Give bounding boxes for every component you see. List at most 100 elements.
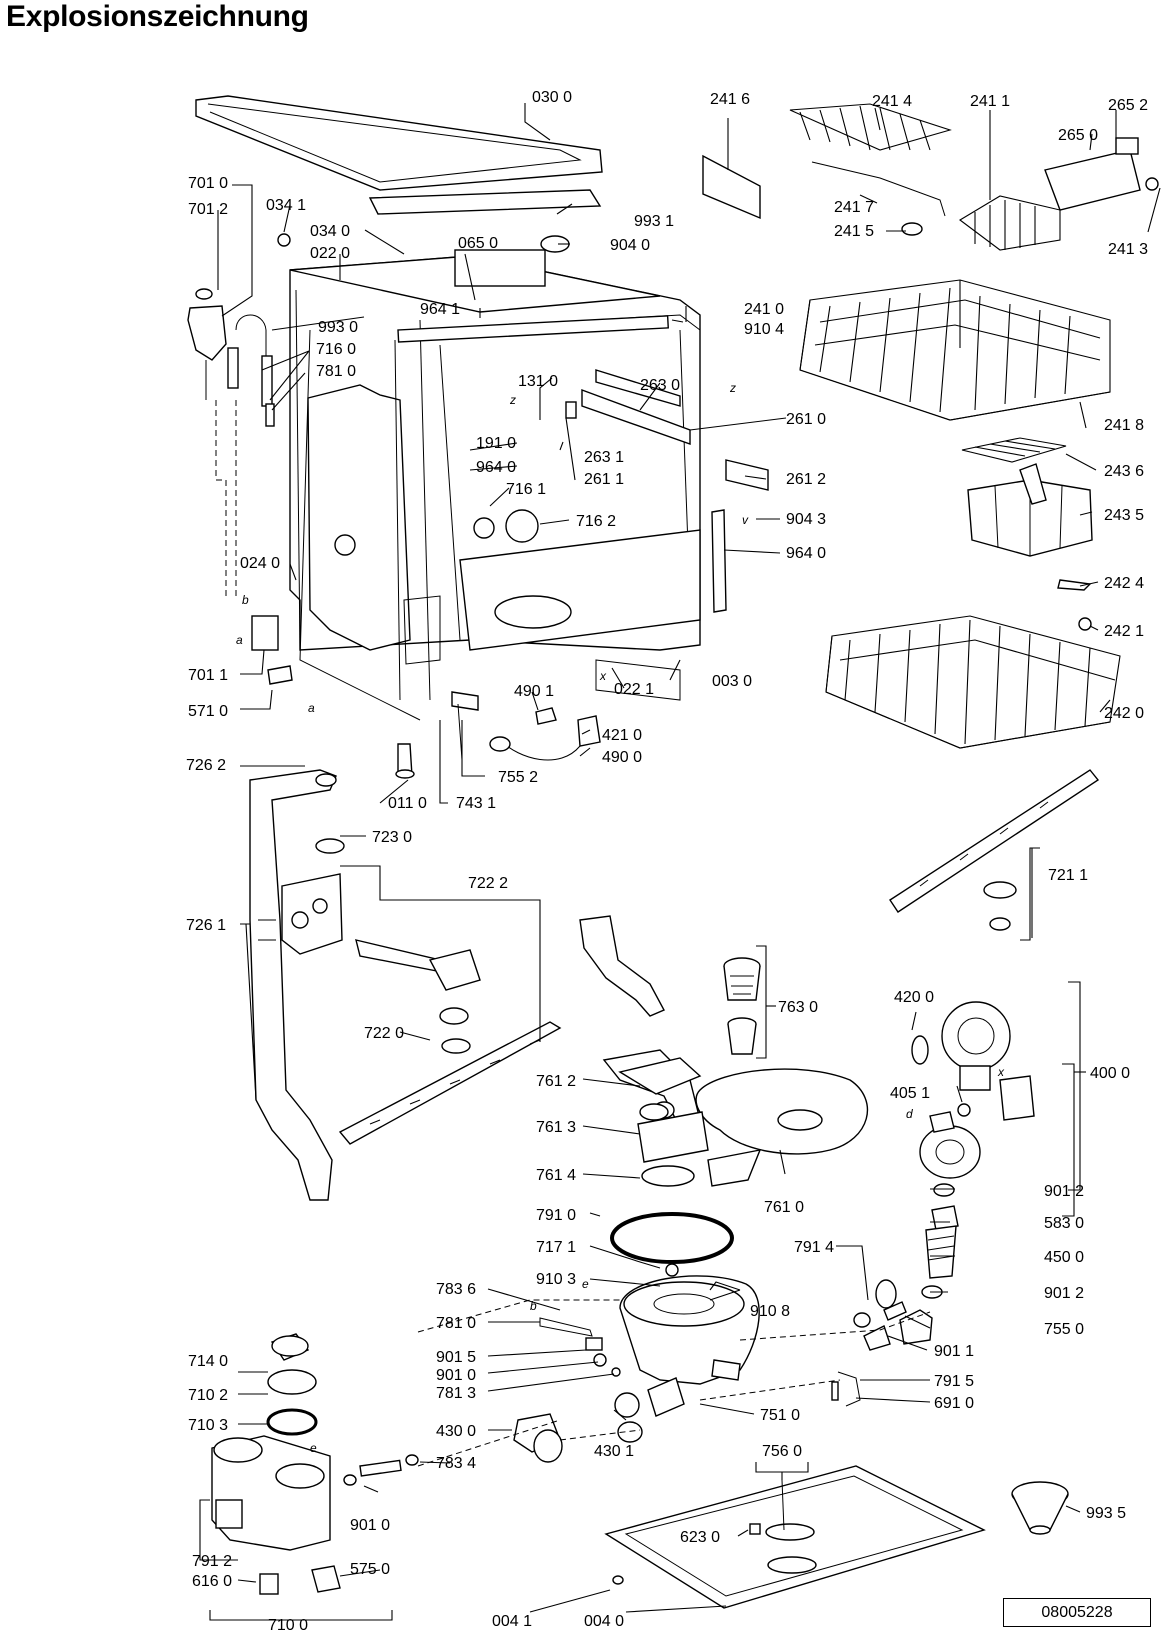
middle-pipe-part <box>579 915 701 1129</box>
label-721-1: 721 1 <box>1048 867 1088 884</box>
label-241-8: 241 8 <box>1104 417 1144 434</box>
leader-lines <box>199 103 1161 1621</box>
label-726-1: 726 1 <box>186 917 226 934</box>
label-261-1: 261 1 <box>584 471 624 488</box>
label-450-0: 450 0 <box>1044 1249 1084 1266</box>
label-490-0: 490 0 <box>602 749 642 766</box>
label-030-0: 030 0 <box>532 89 572 106</box>
upper-spray-arm-part <box>338 939 562 1145</box>
label-791-4: 791 4 <box>794 1239 834 1256</box>
label-751-0: 751 0 <box>760 1407 800 1424</box>
base-pan-part <box>604 1465 986 1609</box>
marker-e-2: e <box>310 1441 317 1455</box>
label-034-0: 034 0 <box>310 223 350 240</box>
label-490-1: 490 1 <box>514 683 554 700</box>
label-763-0: 763 0 <box>778 999 818 1016</box>
label-022-1: 022 1 <box>614 681 654 698</box>
label-710-2: 710 2 <box>188 1387 228 1404</box>
label-024-0: 024 0 <box>240 555 280 572</box>
label-717-1: 717 1 <box>536 1239 576 1256</box>
label-722-2: 722 2 <box>468 875 508 892</box>
label-241-1: 241 1 <box>970 93 1010 110</box>
door-latch-parts <box>395 691 601 779</box>
water-inlet-fittings <box>187 233 293 685</box>
marker-x-1: x <box>599 669 607 683</box>
spray-pipe-part <box>249 769 345 1201</box>
sump-gasket-part <box>610 1212 734 1264</box>
part-labels: 030 0 241 6 241 4 241 1 265 2 265 0 701 … <box>186 89 1148 1632</box>
label-261-0: 261 0 <box>786 411 826 428</box>
marker-z-2: z <box>729 381 736 395</box>
label-430-1: 430 1 <box>594 1443 634 1460</box>
label-191-0: 191 0 <box>476 435 516 452</box>
sump-cover-parts <box>618 1057 762 1187</box>
label-993-1: 993 1 <box>634 213 674 230</box>
heater-element-part <box>513 1371 861 1463</box>
label-791-0: 791 0 <box>536 1207 576 1224</box>
label-910-3: 910 3 <box>536 1271 576 1288</box>
label-263-0: 263 0 <box>640 377 680 394</box>
connection-markers: z z b a a x v d x b e e <box>236 381 1005 1455</box>
label-241-5: 241 5 <box>834 223 874 240</box>
label-964-0-b: 964 0 <box>786 545 826 562</box>
label-781-0-b: 781 0 <box>436 1315 476 1332</box>
drain-hoses-part <box>853 1183 959 1351</box>
label-710-3: 710 3 <box>188 1417 228 1434</box>
water-softener-part <box>211 1333 419 1595</box>
label-993-0: 993 0 <box>318 319 358 336</box>
label-701-0: 701 0 <box>188 175 228 192</box>
label-241-6: 241 6 <box>710 91 750 108</box>
label-755-2: 755 2 <box>498 769 538 786</box>
label-701-2: 701 2 <box>188 201 228 218</box>
label-964-0-a: 964 0 <box>476 459 516 476</box>
top-cover-part <box>195 95 603 215</box>
label-755-0: 755 0 <box>1044 1321 1084 1338</box>
label-241-3: 241 3 <box>1108 241 1148 258</box>
label-901-2-b: 901 2 <box>1044 1285 1084 1302</box>
label-616-0: 616 0 <box>192 1573 232 1590</box>
label-420-0: 420 0 <box>894 989 934 1006</box>
label-131-0: 131 0 <box>518 373 558 390</box>
label-571-0: 571 0 <box>188 703 228 720</box>
label-004-0: 004 0 <box>584 1613 624 1630</box>
label-623-0: 623 0 <box>680 1529 720 1546</box>
label-791-5: 791 5 <box>934 1373 974 1390</box>
label-716-0: 716 0 <box>316 341 356 358</box>
label-716-1: 716 1 <box>506 481 546 498</box>
label-781-3: 781 3 <box>436 1385 476 1402</box>
marker-a-2: a <box>308 701 315 715</box>
label-701-1: 701 1 <box>188 667 228 684</box>
label-004-1: 004 1 <box>492 1613 532 1630</box>
label-430-0: 430 0 <box>436 1423 476 1440</box>
filter-part <box>695 957 869 1155</box>
label-901-1: 901 1 <box>934 1343 974 1360</box>
label-901-2-a: 901 2 <box>1044 1183 1084 1200</box>
rack-accessories-part <box>702 103 1159 251</box>
label-781-0: 781 0 <box>316 363 356 380</box>
label-761-3: 761 3 <box>536 1119 576 1136</box>
label-743-1: 743 1 <box>456 795 496 812</box>
label-901-0: 901 0 <box>436 1367 476 1384</box>
label-243-5: 243 5 <box>1104 507 1144 524</box>
label-241-0: 241 0 <box>744 301 784 318</box>
marker-x-2: x <box>997 1065 1005 1079</box>
label-034-1: 034 1 <box>266 197 306 214</box>
label-901-0-b: 901 0 <box>350 1517 390 1534</box>
label-726-2: 726 2 <box>186 757 226 774</box>
label-722-0: 722 0 <box>364 1025 404 1042</box>
label-783-6: 783 6 <box>436 1281 476 1298</box>
marker-b-2: b <box>530 1299 537 1313</box>
label-904-0: 904 0 <box>610 237 650 254</box>
label-791-2: 791 2 <box>192 1553 232 1570</box>
label-964-1: 964 1 <box>420 301 460 318</box>
marker-e-1: e <box>582 1277 589 1291</box>
label-583-0: 583 0 <box>1044 1215 1084 1232</box>
circulation-pump-part <box>911 1001 1035 1179</box>
label-242-1: 242 1 <box>1104 623 1144 640</box>
label-904-3: 904 3 <box>786 511 826 528</box>
label-261-2: 261 2 <box>786 471 826 488</box>
label-400-0: 400 0 <box>1090 1065 1130 1082</box>
upper-basket-part <box>799 279 1111 421</box>
label-710-0: 710 0 <box>268 1617 308 1632</box>
